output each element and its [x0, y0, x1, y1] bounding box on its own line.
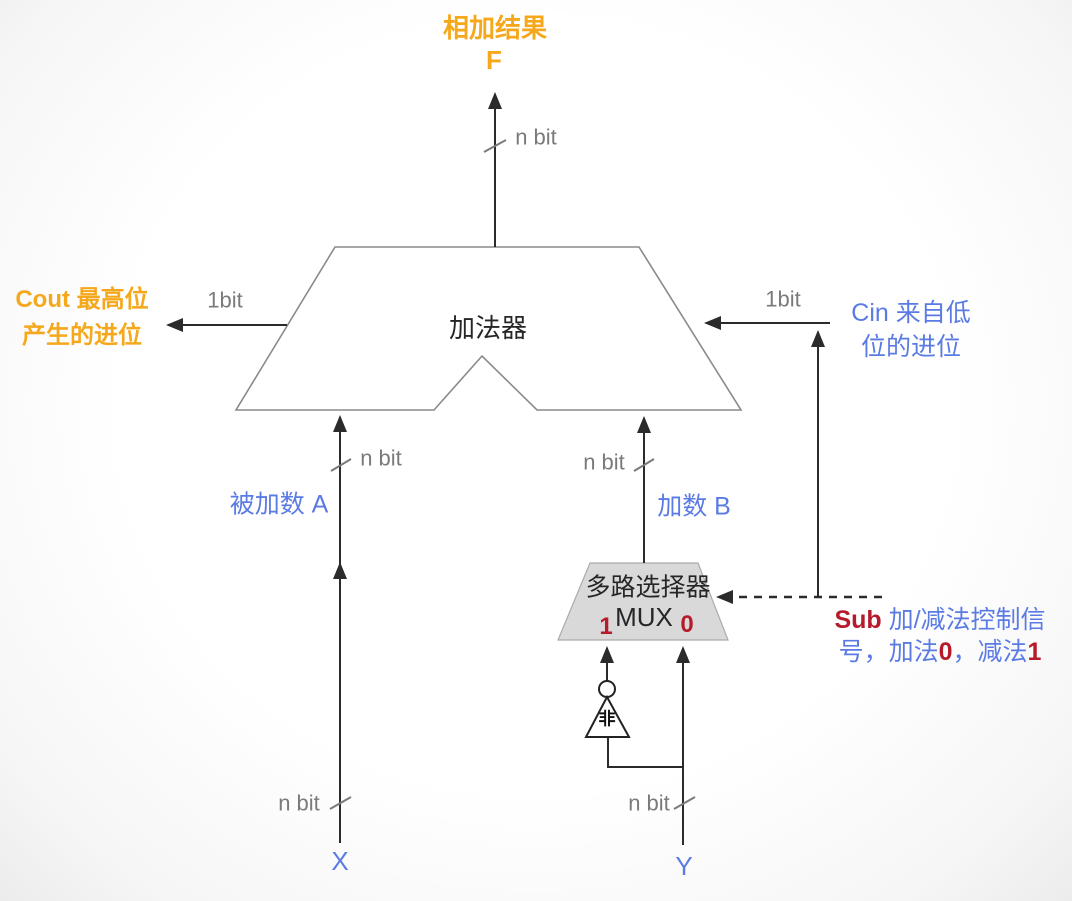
cin-label-line1: Cin 来自低 [851, 299, 971, 327]
b-bus-tick [633, 458, 655, 472]
y-label: Y [675, 850, 693, 881]
sub-signal-line1: Sub 加/减法控制信 [834, 604, 1045, 636]
cout-label: Cout 最高位 产生的进位 [15, 282, 148, 354]
addend-b-label: 加数 B [657, 492, 731, 521]
b-bus-width-label: n bit [583, 449, 625, 475]
x-label: X [331, 845, 349, 876]
cin-label: Cin 来自低 位的进位 [851, 296, 970, 364]
y-bus-tick [673, 796, 696, 810]
cin-label-line2: 位的进位 [860, 333, 961, 361]
cout-label-line1: Cout 最高位 [15, 286, 149, 313]
mux-shape [557, 562, 729, 641]
not-gate-bubble [598, 680, 616, 698]
addend-a-label: 被加数 A [229, 490, 329, 519]
sub-signal-desc3: ，减法 [952, 638, 1028, 666]
mux-input-1-label: 1 [599, 613, 613, 640]
sub-signal-line2: 号，加法0，减法1 [834, 636, 1045, 668]
a-bus-tick [330, 458, 352, 472]
sub-signal-label: Sub 加/减法控制信 号，加法0，减法1 [834, 604, 1045, 668]
cin-bus-width-label: 1bit [765, 286, 801, 312]
cout-bus-width-label: 1bit [207, 287, 243, 313]
adder-label: 加法器 [448, 312, 528, 343]
sub-signal-desc1: 加/减法控制信 [881, 606, 1046, 634]
sub-signal-name: Sub [834, 606, 882, 634]
mux-label: 多路选择器 [585, 573, 711, 602]
result-label: 相加结果 [442, 12, 548, 43]
a-bus-width-label: n bit [360, 445, 402, 471]
cout-label-line2: 产生的进位 [22, 322, 142, 349]
not-gate-triangle [584, 694, 631, 738]
x-bus-width-label: n bit [278, 790, 320, 816]
sub-signal-desc2: 号，加法 [838, 638, 939, 666]
f-bus-width-label: n bit [515, 124, 557, 150]
mux-input-0-label: 0 [680, 611, 694, 638]
mux-sublabel: MUX [615, 601, 673, 632]
not-gate [584, 680, 631, 738]
x-bus-tick [329, 796, 352, 810]
bus-ticks [329, 139, 696, 810]
y-bus-width-label: n bit [628, 790, 670, 816]
adder-shape [234, 246, 743, 411]
sub-signal-sub-value: 1 [1027, 638, 1042, 666]
result-f-label: F [486, 44, 502, 75]
y-to-not-branch [607, 737, 683, 768]
f-bus-tick [483, 139, 507, 153]
not-gate-label: 非 [598, 709, 616, 729]
sub-signal-add-value: 0 [938, 638, 953, 666]
